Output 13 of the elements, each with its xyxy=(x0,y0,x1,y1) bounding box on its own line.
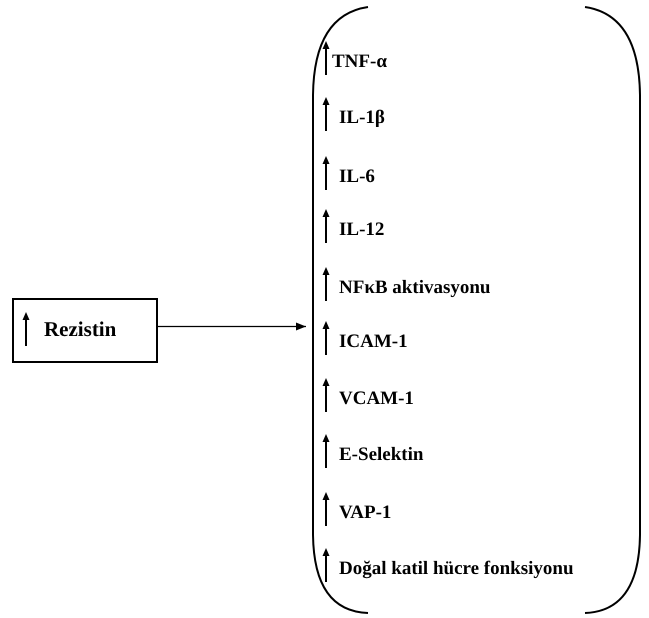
list-item: Doğal katil hücre fonksiyonu xyxy=(339,558,574,580)
list-item: NFκB aktivasyonu xyxy=(339,277,490,299)
list-item: IL-12 xyxy=(339,219,384,241)
list-item: VAP-1 xyxy=(339,502,392,524)
list-item: IL-1β xyxy=(339,107,385,129)
arrow xyxy=(158,322,306,330)
process-box xyxy=(12,298,158,363)
list-item: IL-6 xyxy=(339,166,375,188)
list-item: E-Selektin xyxy=(339,444,424,466)
list-item: ICAM-1 xyxy=(339,331,408,353)
node-label: Rezistin xyxy=(44,318,116,340)
list-item: TNF-α xyxy=(332,51,387,73)
list-item: VCAM-1 xyxy=(339,388,414,410)
